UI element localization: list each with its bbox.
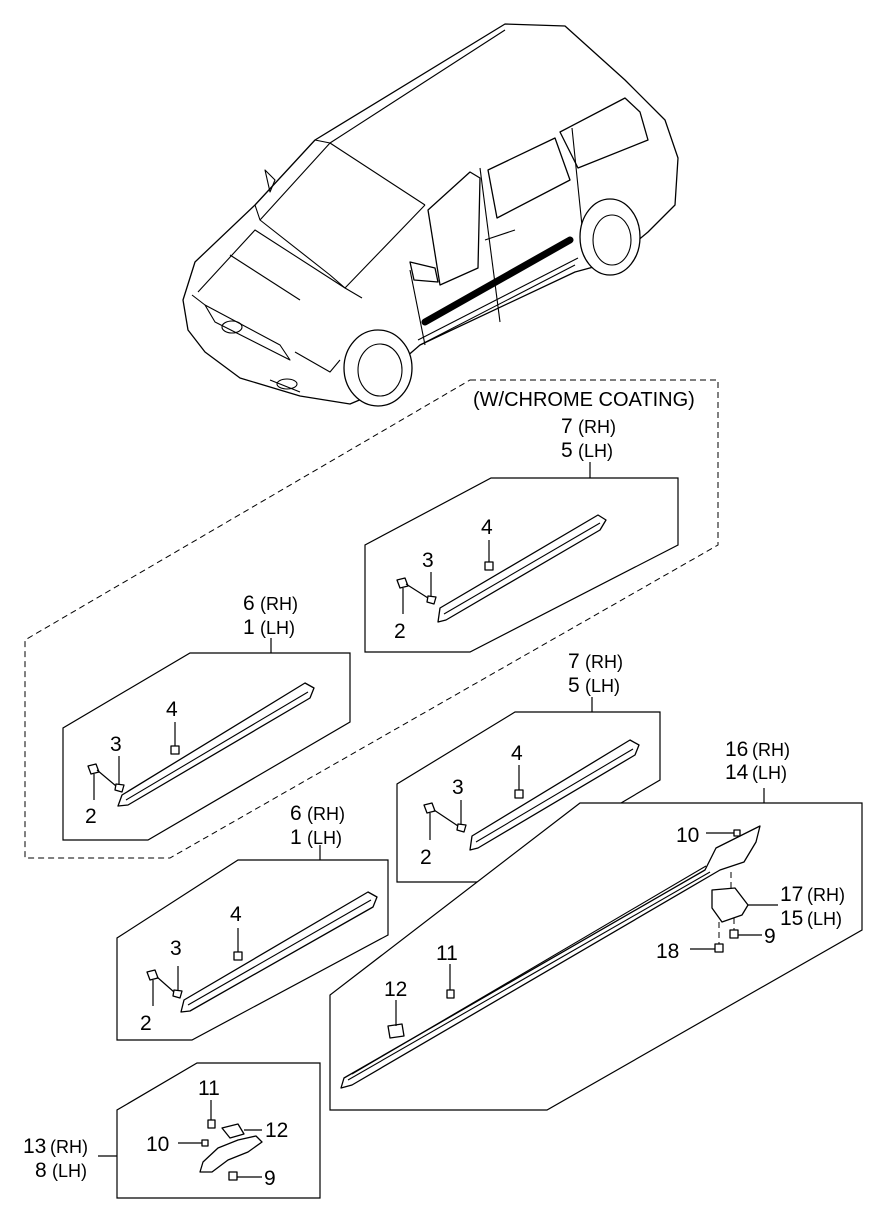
panel-chrome-rear-moulding: 6 (RH) 1 (LH) 4 2 3 [62,592,351,841]
callout-12: 12 [384,978,407,1001]
callout-4: 4 [166,698,178,721]
label-6-rh: 6 [243,592,255,615]
label-13-rh: 13 [23,1135,46,1158]
panel-sill-extension: 13 (RH) 8 (LH) 11 12 10 9 [23,1062,321,1199]
panel-side-sill-moulding: 16 (RH) 14 (LH) 17 (RH) 15 (LH) 10 9 18 … [329,738,863,1111]
label-lh: (LH) [578,441,613,461]
label-lh: (LH) [260,618,295,638]
panel-front-moulding: 7 (RH) 5 (LH) 4 2 3 [396,650,661,883]
label-14-lh: 14 [725,761,749,784]
callout-2: 2 [85,805,97,828]
callout-3: 3 [110,733,122,756]
panel-rear-moulding: 6 (RH) 1 (LH) 4 2 3 [116,802,389,1041]
label-rh: (RH) [50,1137,88,1157]
callout-4: 4 [230,903,242,926]
label-1-lh: 1 [243,616,255,639]
callout-2: 2 [140,1012,152,1035]
callout-12: 12 [265,1119,288,1142]
callout-9: 9 [764,925,776,948]
callout-10: 10 [146,1133,169,1156]
callout-10: 10 [676,824,699,847]
label-7-rh: 7 [561,415,573,438]
label-rh: (RH) [260,594,298,614]
label-5-lh: 5 [568,674,580,697]
label-lh: (LH) [752,763,787,783]
callout-2: 2 [420,846,432,869]
label-lh: (LH) [585,676,620,696]
label-1-lh: 1 [290,826,302,849]
callout-4: 4 [481,516,493,539]
chrome-coating-group-outline [24,379,719,859]
label-lh: (LH) [307,828,342,848]
label-5-lh: 5 [561,439,573,462]
label-lh: (LH) [52,1161,87,1181]
label-16-rh: 16 [725,738,748,761]
vehicle-illustration [182,23,679,407]
label-8-lh: 8 [35,1159,47,1182]
label-15-lh: 15 [780,907,803,930]
label-7-rh: 7 [568,650,580,673]
callout-3: 3 [452,776,464,799]
callout-3: 3 [422,549,434,572]
callout-11: 11 [436,942,458,965]
label-rh: (RH) [307,804,345,824]
chrome-coating-note: (W/CHROME COATING) [473,389,695,411]
label-17-rh: 17 [780,883,803,906]
callout-3: 3 [170,937,182,960]
label-rh: (RH) [807,885,845,905]
callout-2: 2 [394,620,406,643]
label-lh: (LH) [807,909,842,929]
label-rh: (RH) [752,740,790,760]
label-rh: (RH) [585,652,623,672]
panel-chrome-front-moulding: 7 (RH) 5 (LH) 4 2 3 [364,415,679,653]
label-rh: (RH) [578,417,616,437]
callout-9: 9 [264,1167,276,1190]
callout-18: 18 [656,940,679,963]
callout-4: 4 [511,742,523,765]
callout-11: 11 [198,1077,220,1100]
label-6-rh: 6 [290,802,302,825]
